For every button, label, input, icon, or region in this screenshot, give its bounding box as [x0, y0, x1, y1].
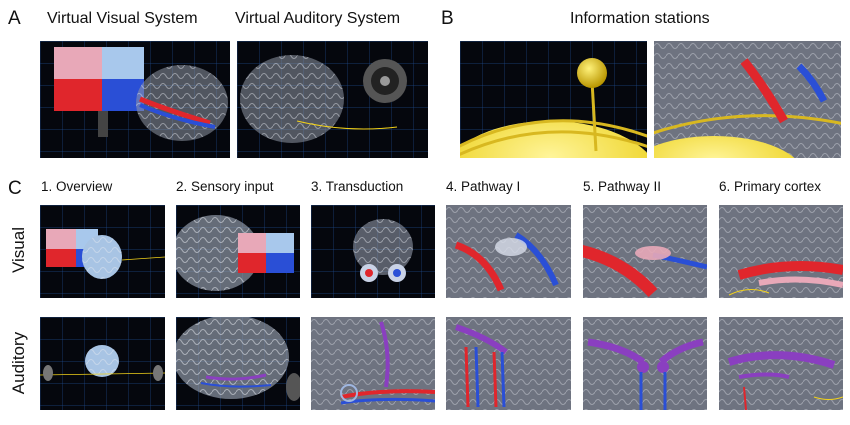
image-visual-pathway-2	[583, 205, 707, 298]
column-title-sensory-input: 2. Sensory input	[176, 179, 274, 194]
image-auditory-sensory-input	[176, 317, 300, 410]
column-title-overview: 1. Overview	[41, 179, 113, 194]
image-virtual-auditory-system	[237, 41, 428, 158]
column-title-transduction: 3. Transduction	[311, 179, 404, 194]
row-label-auditory: Auditory	[9, 331, 28, 395]
title-information-stations: Information stations	[570, 10, 710, 27]
image-information-station-overview	[460, 41, 647, 158]
column-title-pathway-2: 5. Pathway II	[583, 179, 662, 194]
image-visual-pathway-1	[446, 205, 571, 298]
title-virtual-visual-system: Virtual Visual System	[47, 10, 198, 27]
row-label-visual: Visual	[9, 227, 28, 273]
image-visual-overview	[40, 205, 165, 298]
image-visual-primary-cortex	[719, 205, 843, 298]
image-information-station-detail	[654, 41, 841, 158]
image-auditory-pathway-2	[583, 317, 707, 410]
column-title-pathway-1: 4. Pathway I	[446, 179, 521, 194]
image-visual-sensory-input	[176, 205, 300, 298]
panel-letter-a: A	[8, 8, 21, 29]
image-auditory-primary-cortex	[719, 317, 843, 410]
image-virtual-visual-system	[40, 41, 230, 158]
title-virtual-auditory-system: Virtual Auditory System	[235, 10, 401, 27]
panel-letter-c: C	[8, 178, 22, 199]
panel-letter-b: B	[441, 8, 454, 29]
image-auditory-pathway-1	[446, 317, 571, 410]
image-auditory-transduction	[311, 317, 435, 410]
image-visual-transduction	[311, 205, 435, 298]
column-title-primary-cortex: 6. Primary cortex	[719, 179, 822, 194]
image-auditory-overview	[40, 317, 165, 410]
